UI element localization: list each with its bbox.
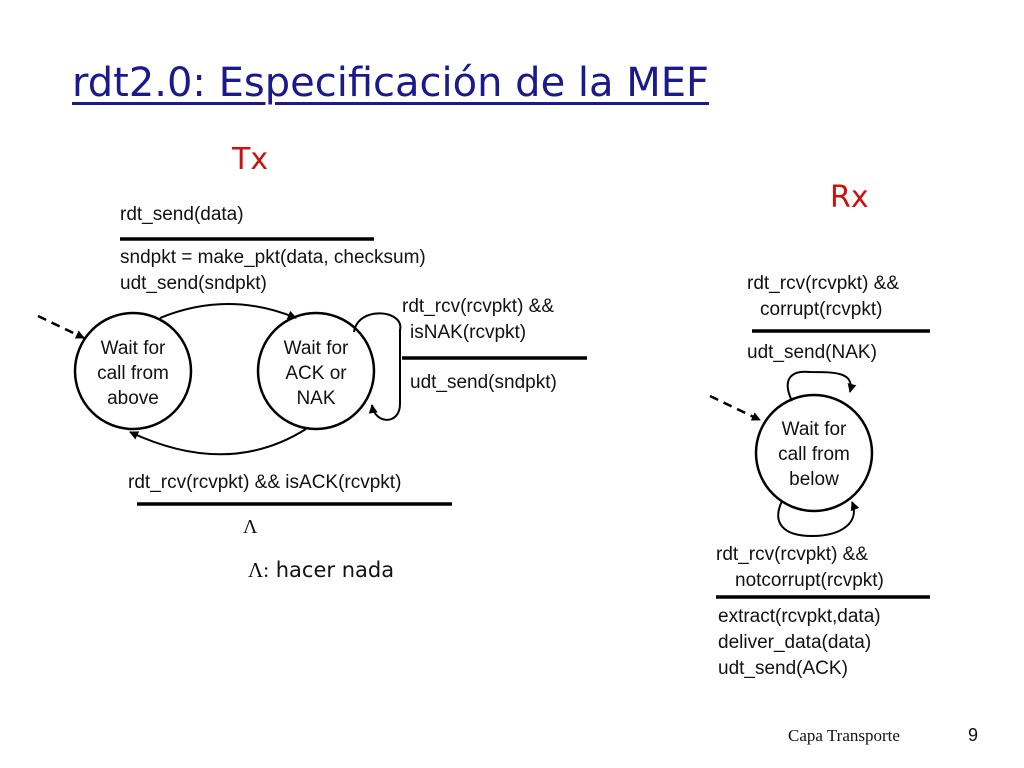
initial-arrow-sender [37,314,85,340]
slide-title: rdt2.0: Especificación de la MEF [72,60,710,106]
action-resend-sndpkt: udt_send(sndpkt) [410,372,557,393]
receiver-label: Rx [830,180,869,215]
state-wait-call-from-above [73,311,193,431]
state-label-wait-call-from-above: Wait for call from above [83,336,183,411]
event-corrupt-line1: rdt_rcv(rcvpkt) && [747,273,900,294]
event-notcorrupt-line2: notcorrupt(rcvpkt) [735,570,884,591]
transition-arrow-rdt-send [159,303,297,320]
lambda-legend: Λ: hacer nada [248,558,394,583]
action-make-pkt: sndpkt = make_pkt(data, checksum) [120,247,426,268]
state-wait-call-from-below [754,393,874,513]
action-deliver-data: deliver_data(data) [718,632,872,653]
state-line: Wait for [283,338,349,359]
lambda-meaning: hacer nada [275,558,395,582]
action-lambda: Λ [243,516,258,538]
state-line: Wait for [100,338,166,359]
state-label-wait-call-from-below: Wait for call from below [764,417,864,492]
self-loop-corrupt [786,370,857,402]
state-line: above [107,388,159,409]
event-rdt-send: rdt_send(data) [120,204,244,225]
page-number: 9 [968,725,979,745]
footer-text: Capa Transporte [788,726,900,745]
state-line: Wait for [781,419,847,440]
initial-arrow-receiver [709,394,761,422]
state-line: ACK or [285,363,347,384]
event-isnak-line2: isNAK(rcvpkt) [410,322,527,343]
state-line: NAK [296,388,336,409]
self-loop-notcorrupt [777,500,860,538]
event-corrupt-line2: corrupt(rcvpkt) [760,299,883,320]
lambda-symbol: Λ: [248,558,270,582]
state-line: below [789,469,839,490]
state-wait-ack-or-nak [256,311,376,431]
transition-arrow-isack [129,428,307,456]
state-label-wait-ack-or-nak: Wait for ACK or NAK [266,336,366,411]
state-line: call from [97,363,169,384]
event-isack: rdt_rcv(rcvpkt) && isACK(rcvpkt) [128,472,402,493]
action-extract: extract(rcvpkt,data) [718,606,881,627]
sender-label: Tx [232,142,269,177]
event-notcorrupt-line1: rdt_rcv(rcvpkt) && [716,544,869,565]
action-send-ack: udt_send(ACK) [718,658,848,679]
state-line: call from [778,444,850,465]
action-send-nak: udt_send(NAK) [747,342,877,363]
action-udt-send-sndpkt: udt_send(sndpkt) [120,273,267,294]
self-loop-isnak [353,312,402,421]
event-isnak-line1: rdt_rcv(rcvpkt) && [402,296,555,317]
